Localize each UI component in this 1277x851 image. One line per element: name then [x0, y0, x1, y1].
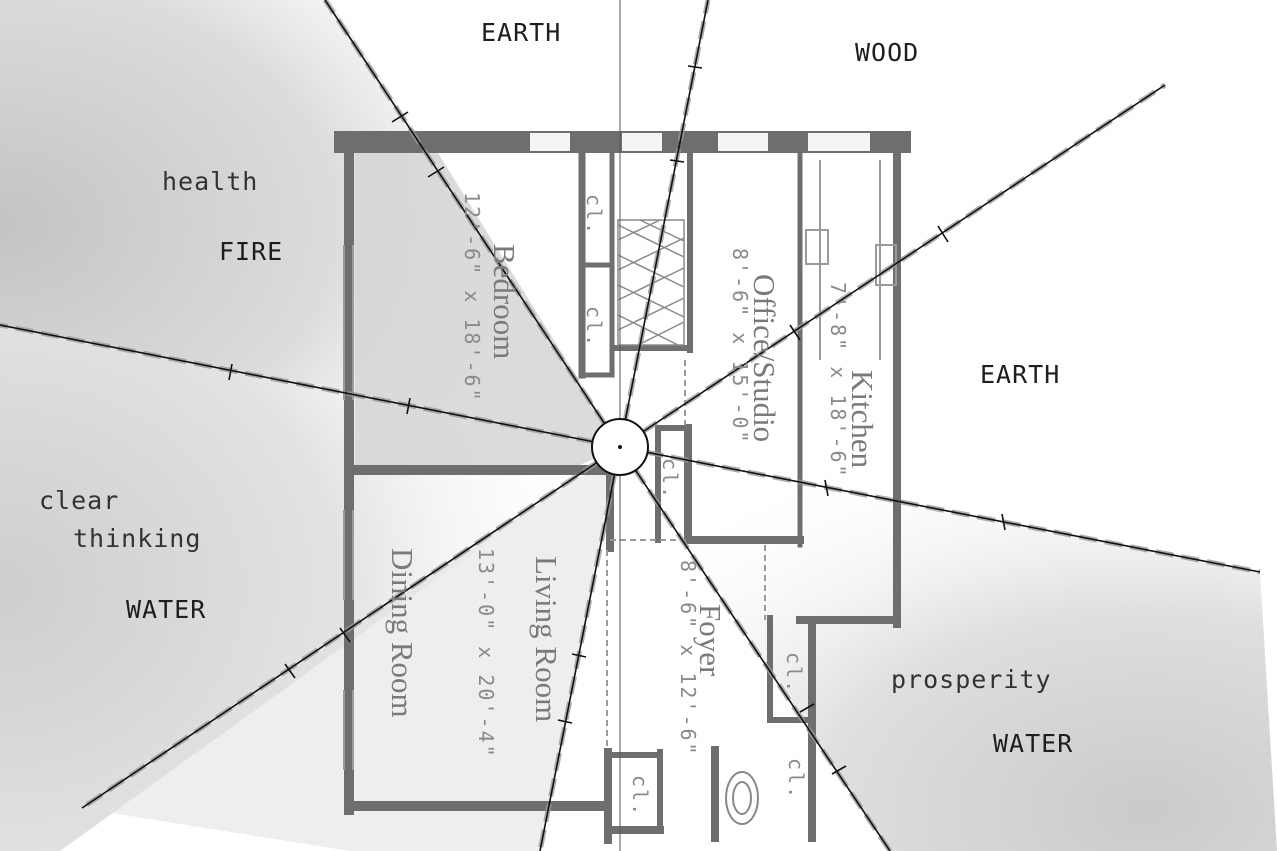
closet-label: cl. — [782, 652, 806, 695]
room-label-living: Living Room — [529, 556, 564, 723]
sector-lower-right-shade — [620, 447, 1277, 851]
element-label-water-right: WATER — [993, 729, 1074, 758]
room-dimension-kitchen: 7'-8" x 18'-6" — [826, 282, 850, 479]
element-label-wood: WOOD — [855, 38, 920, 67]
closet-label: cl. — [628, 775, 652, 818]
closet-label: cl. — [582, 306, 606, 349]
room-dimension-bedroom: 12'-6" x 18'-6" — [460, 192, 484, 403]
room-dimension-office: 8'-6" x 15'-0" — [728, 248, 752, 445]
walls — [334, 131, 911, 844]
element-label-earth-top: EARTH — [481, 18, 562, 47]
room-dimension-living: 13'-0" x 20'-4" — [474, 548, 498, 759]
dashed-interior-lines — [606, 360, 766, 750]
sector-bedroom-shade — [355, 140, 620, 465]
windows — [343, 245, 354, 770]
element-label-water-left: WATER — [126, 595, 207, 624]
aspiration-label-health: health — [162, 167, 259, 196]
element-label-earth-right: EARTH — [980, 360, 1061, 389]
bagua-center-dot — [618, 445, 622, 449]
room-label-dining: Dining Room — [385, 548, 420, 718]
room-dimension-foyer: 8'-6" x 12'-6" — [676, 560, 700, 757]
aspiration-label-thinking: thinking — [73, 524, 202, 553]
element-label-fire: FIRE — [219, 237, 284, 266]
kitchen-counters — [805, 160, 897, 360]
closet-label: cl. — [658, 458, 682, 501]
closet-label: cl. — [582, 194, 606, 237]
room-label-bedroom: Bedroom — [487, 244, 522, 360]
closet-label: cl. — [784, 758, 808, 801]
aspiration-label-prosperity: prosperity — [891, 665, 1052, 694]
toilet-fixture — [725, 771, 759, 825]
aspiration-label-clear: clear — [39, 486, 120, 515]
